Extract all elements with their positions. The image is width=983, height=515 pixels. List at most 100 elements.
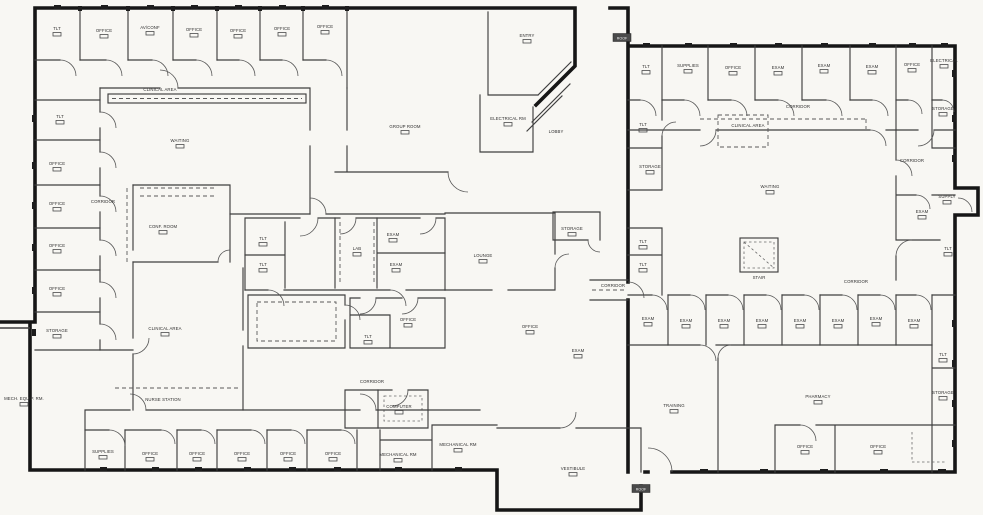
desk-icon xyxy=(669,409,679,414)
room-label: OFFICE xyxy=(49,243,65,248)
room-label: OFFICE xyxy=(186,27,202,32)
room-label: OFFICE xyxy=(189,451,205,456)
room-label: STORAGE xyxy=(932,106,954,111)
room-label: OFFICE xyxy=(797,444,813,449)
room-label: VESTIBULE xyxy=(561,466,586,471)
desk-icon xyxy=(52,334,62,339)
room-label: EXAM xyxy=(794,318,807,323)
desk-icon xyxy=(55,120,65,125)
desk-icon xyxy=(393,458,403,463)
room-label: CONF. ROOM xyxy=(149,224,178,229)
room-label: STORAGE xyxy=(932,390,954,395)
desk-icon xyxy=(938,358,948,363)
desk-icon xyxy=(478,259,488,264)
room-label: CORRIDOR xyxy=(601,283,625,288)
room-label: LOBBY xyxy=(549,129,564,134)
room-label: CORRIDOR xyxy=(900,158,924,163)
desk-icon xyxy=(145,457,155,462)
dark-label-boxes: ROOF ROOF xyxy=(612,33,651,493)
room-label: NURSE STATION xyxy=(145,397,181,402)
desk-icon xyxy=(145,31,155,36)
room-label: OFFICE xyxy=(522,324,538,329)
desk-icon xyxy=(813,400,823,405)
desk-icon xyxy=(52,207,62,212)
room-label: EXAM xyxy=(818,63,831,68)
room-label: GROUP ROOM xyxy=(389,124,421,129)
room-label: EXAM xyxy=(832,318,845,323)
roof-label-box xyxy=(612,33,632,42)
desk-icon xyxy=(328,457,338,462)
room-labels: TLT OFFICE AV/CONF OFFICE OFFICE OFFICE OFFICE… xyxy=(4,24,958,477)
desk-icon xyxy=(19,402,29,407)
desk-icon xyxy=(403,323,413,328)
room-label: EXAM xyxy=(387,232,400,237)
room-label: STORAGE xyxy=(561,226,583,231)
desk-icon xyxy=(873,450,883,455)
room-label: TLT xyxy=(259,262,267,267)
desk-icon xyxy=(233,34,243,39)
desk-icon xyxy=(99,34,109,39)
walls-left-wing xyxy=(34,7,642,473)
room-label: CORRIDOR xyxy=(360,379,384,384)
desk-icon xyxy=(719,324,729,329)
window-ticks xyxy=(32,5,956,473)
room-label: ELECTRICAL xyxy=(930,58,958,63)
desk-icon xyxy=(391,268,401,273)
desk-icon xyxy=(683,69,693,74)
desk-icon xyxy=(638,268,648,273)
desk-icon xyxy=(942,200,952,205)
room-label: SUPPLY xyxy=(938,194,955,199)
desk-icon xyxy=(943,252,953,257)
room-label: TLT xyxy=(56,114,64,119)
room-label: TLT xyxy=(639,262,647,267)
desk-icon xyxy=(909,324,919,329)
room-label: EXAM xyxy=(866,64,879,69)
roof-label-text: ROOF xyxy=(636,488,647,492)
room-label: AV/CONF xyxy=(140,25,160,30)
desk-icon xyxy=(638,245,648,250)
room-label: STORAGE xyxy=(639,164,661,169)
desk-icon xyxy=(833,324,843,329)
desk-icon xyxy=(800,450,810,455)
desk-icon xyxy=(52,167,62,172)
roof-label-text: ROOF xyxy=(617,37,628,41)
desk-icon xyxy=(283,457,293,462)
desk-icon xyxy=(728,71,738,76)
room-label: EXAM xyxy=(908,318,921,323)
desk-icon xyxy=(643,322,653,327)
room-label: STORAGE xyxy=(46,328,68,333)
desk-icon xyxy=(907,68,917,73)
room-label: ELECTRICAL RM xyxy=(490,116,526,121)
room-label: TLT xyxy=(53,26,61,31)
room-label: OFFICE xyxy=(49,201,65,206)
room-label: LOUNGE xyxy=(474,253,493,258)
desk-icon xyxy=(453,448,463,453)
room-label: CLINICAL AREA xyxy=(731,123,764,128)
room-label: OFFICE xyxy=(317,24,333,29)
room-label: TLT xyxy=(364,334,372,339)
desk-icon xyxy=(52,32,62,37)
desk-icon xyxy=(52,249,62,254)
desk-icon xyxy=(765,190,775,195)
desk-icon xyxy=(388,238,398,243)
desk-icon xyxy=(567,232,577,237)
room-label: ENTRY xyxy=(520,33,535,38)
desk-icon xyxy=(681,324,691,329)
desk-icon xyxy=(757,324,767,329)
room-label: CLINICAL AREA xyxy=(143,87,176,92)
room-label: TLT xyxy=(259,236,267,241)
room-label: OFFICE xyxy=(49,161,65,166)
room-label: MECHANICAL RM xyxy=(379,452,417,457)
desk-icon xyxy=(867,70,877,75)
desk-icon xyxy=(258,242,268,247)
room-label: PHARMACY xyxy=(805,394,830,399)
desk-icon xyxy=(503,122,513,127)
desk-icon xyxy=(871,322,881,327)
room-label: OFFICE xyxy=(280,451,296,456)
desk-icon xyxy=(400,130,410,135)
room-label: TLT xyxy=(944,246,952,251)
room-label: OFFICE xyxy=(142,451,158,456)
desk-icon xyxy=(394,410,404,415)
desk-icon xyxy=(819,69,829,74)
